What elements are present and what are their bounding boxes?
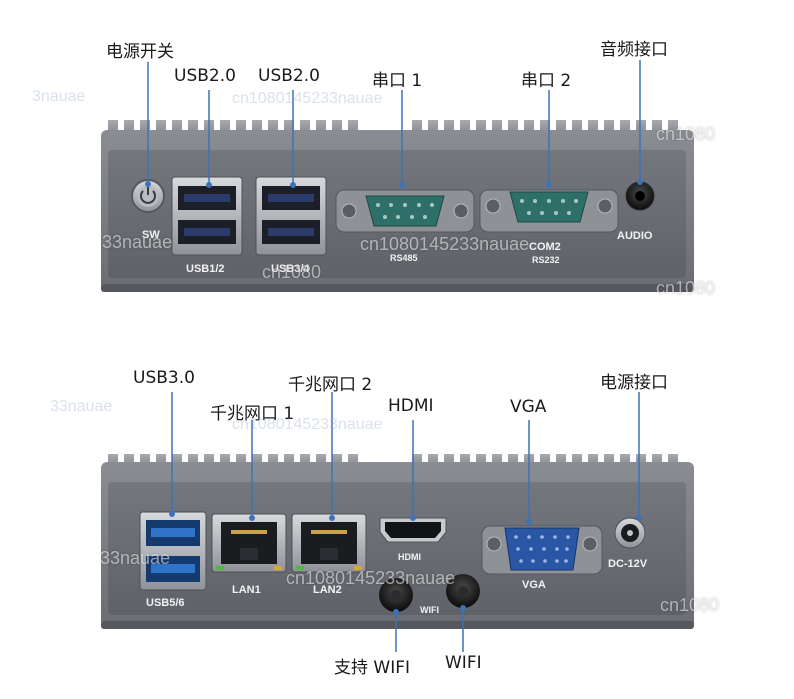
callout-power-jack: 电源接口 — [600, 373, 668, 393]
silk-lan2: LAN2 — [313, 584, 342, 596]
wifi-antenna-1 — [379, 578, 413, 612]
silk-rs232: RS232 — [532, 255, 560, 265]
silk-audio: AUDIO — [617, 230, 653, 242]
watermark: 33nauae — [102, 232, 173, 252]
watermark: cn1080145233nauae — [232, 416, 383, 433]
wifi-antenna-2 — [446, 574, 480, 608]
bottom-device — [101, 452, 694, 629]
top-chassis-base — [101, 284, 694, 292]
silk-usb34: USB3/4 — [271, 263, 310, 275]
leader-lines — [145, 60, 643, 652]
usb-stack-3-4 — [255, 176, 327, 256]
silk-usb12: USB1/2 — [186, 263, 225, 275]
top-device — [101, 120, 694, 292]
silk-rs485: RS485 — [390, 253, 418, 263]
callout-wifi: WIFI — [445, 653, 482, 673]
dc-power-jack — [614, 517, 646, 549]
silk-lan1: LAN1 — [232, 584, 261, 596]
silk-usb56: USB5/6 — [146, 597, 185, 609]
watermark: 3nauae — [32, 88, 86, 105]
callout-serial-1: 串口 1 — [372, 71, 423, 91]
watermark: cn1080145233nauae — [286, 568, 456, 588]
lan-port-1 — [211, 513, 287, 573]
usb-stack-1-2 — [171, 176, 243, 256]
callout-gigabit-lan-1: 千兆网口 1 — [210, 404, 295, 424]
watermark: cn1080 — [656, 278, 716, 298]
callout-hdmi: HDMI — [388, 396, 434, 416]
callout-power-switch: 电源开关 — [106, 42, 174, 62]
power-icon — [140, 190, 156, 204]
watermark: 33nauae — [100, 548, 171, 568]
watermark: cn1080 — [262, 262, 322, 282]
audio-jack — [625, 181, 655, 211]
serial-port-com2 — [479, 189, 619, 233]
hdmi-port — [379, 517, 447, 543]
watermark: cn1080145233nauae — [360, 234, 530, 254]
watermark: cn1080 — [660, 595, 720, 615]
silk-com2: COM2 — [529, 241, 561, 253]
callout-usb30: USB3.0 — [133, 368, 195, 388]
callout-gigabit-lan-2: 千兆网口 2 — [288, 375, 373, 395]
callout-vga: VGA — [510, 397, 547, 417]
callout-audio-port: 音频接口 — [600, 40, 668, 60]
callout-wifi-support: 支持 WIFI — [334, 658, 411, 678]
serial-port-com1 — [335, 189, 475, 233]
lan-port-2 — [291, 513, 367, 573]
usb3-stack-5-6 — [139, 511, 207, 591]
silk-vga: VGA — [522, 579, 546, 591]
silk-hdmi: HDMI — [398, 552, 421, 562]
watermark: 33nauae — [50, 398, 113, 415]
bottom-chassis-base — [101, 621, 694, 629]
watermark: cn1080 — [656, 124, 716, 144]
silk-dc12v: DC-12V — [608, 558, 648, 570]
callout-serial-2: 串口 2 — [521, 71, 572, 91]
callout-usb20-b: USB2.0 — [258, 66, 320, 86]
vga-port — [481, 525, 603, 575]
silk-wifi: WIFI — [420, 605, 439, 615]
callout-usb20-a: USB2.0 — [174, 66, 236, 86]
silk-sw: SW — [142, 229, 160, 241]
watermark: cn1080145233nauae — [232, 90, 383, 107]
